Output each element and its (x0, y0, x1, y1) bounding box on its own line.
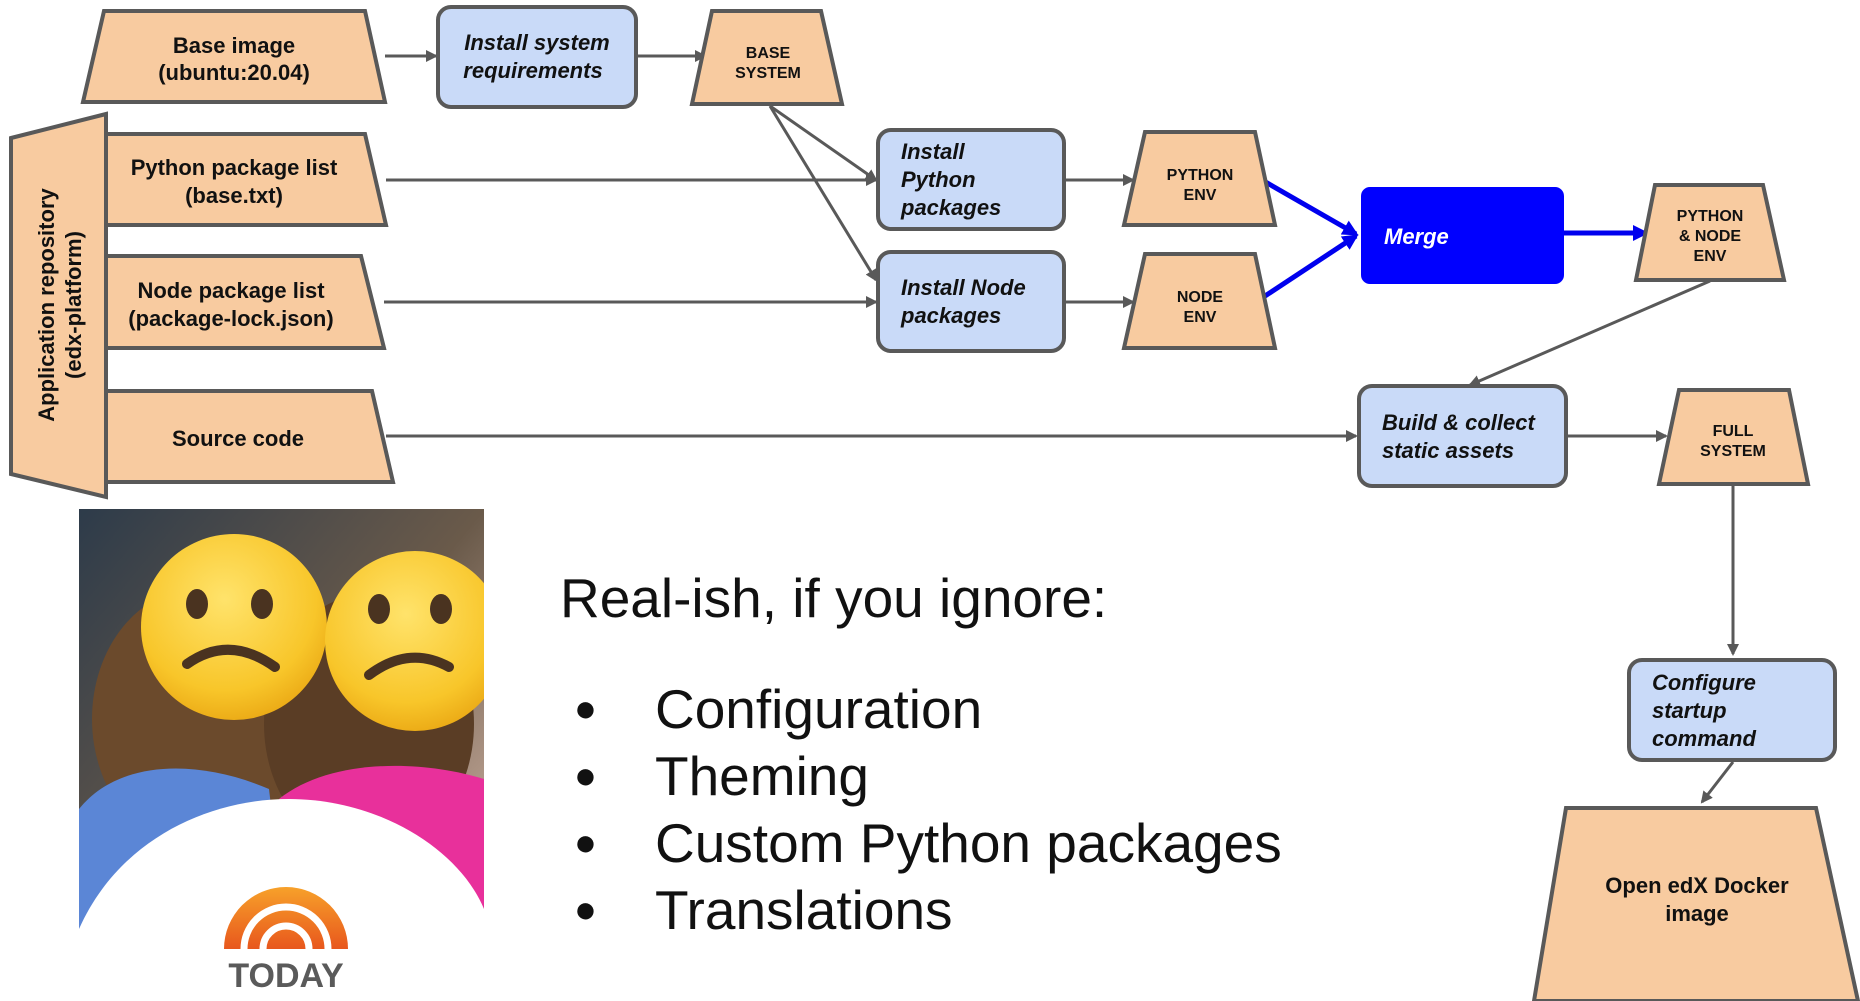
install-system-sublabel: requirements (463, 58, 602, 83)
node-env-sublabel: ENV (1184, 309, 1217, 326)
base-system-label: BASE (746, 45, 791, 62)
install-node-label-2: packages (900, 303, 1001, 328)
list-item: ● Translations (560, 877, 1320, 944)
node-base-image: Base image (ubuntu:20.04) (80, 9, 388, 104)
node-node-package-list: Node package list (package-lock.json) (104, 254, 387, 350)
python-env-sublabel: ENV (1184, 187, 1217, 204)
node-configure-startup: Configure startup command (1627, 658, 1837, 762)
configure-label-2: startup (1652, 698, 1727, 723)
bullet-icon: ● (574, 822, 597, 864)
arrow-base-system-to-install-python (769, 104, 878, 182)
node-full-system: FULL SYSTEM (1656, 388, 1811, 486)
node-app-repo: Application repository (edx-platform) (9, 111, 108, 500)
arrow-node-env-to-merge (1260, 233, 1359, 301)
today-logo-text: TODAY (228, 957, 344, 995)
node-base-system: BASE SYSTEM (689, 9, 845, 106)
python-node-env-label-1: PYTHON (1677, 208, 1744, 225)
python-env-label: PYTHON (1167, 167, 1234, 184)
node-env-label: NODE (1177, 289, 1224, 306)
bullet-icon: ● (574, 889, 597, 931)
configure-label-3: command (1652, 726, 1756, 751)
confused-face-emoji-right (325, 551, 484, 731)
list-item-label: Theming (655, 745, 869, 807)
docker-image-label: Open edX Docker (1605, 873, 1789, 898)
configure-label-1: Configure (1652, 670, 1756, 695)
base-image-label: Base image (173, 33, 295, 58)
install-python-label-1: Install (901, 139, 965, 164)
list-item-label: Custom Python packages (655, 812, 1282, 874)
install-python-label-3: packages (900, 195, 1001, 220)
install-system-label: Install system (464, 30, 610, 55)
python-node-env-label-3: ENV (1694, 248, 1727, 265)
connector-arrows (384, 50, 1739, 804)
arrow-base-system-to-install-node (768, 105, 878, 282)
caveats-heading: Real-ish, if you ignore: (560, 567, 1108, 629)
list-item: ● Theming (560, 743, 1320, 810)
node-install-node-packages: Install Node packages (876, 250, 1066, 353)
node-install-system-requirements: Install system requirements (436, 5, 638, 109)
merge-label: Merge (1384, 224, 1449, 249)
node-list-sublabel: (package-lock.json) (128, 306, 333, 331)
docker-image-sublabel: image (1665, 901, 1729, 926)
node-build-collect-assets: Build & collect static assets (1357, 384, 1568, 488)
merge-arrows (1260, 177, 1649, 301)
node-docker-image: Open edX Docker image (1531, 806, 1860, 1001)
build-label-1: Build & collect (1382, 410, 1536, 435)
caveats-text-block: Real-ish, if you ignore: ● Configuration … (560, 560, 1320, 944)
node-python-node-env: PYTHON & NODE ENV (1633, 183, 1787, 282)
app-repo-label: Application repository (34, 188, 59, 422)
caveats-list: ● Configuration ● Theming ● Custom Python p… (560, 676, 1320, 944)
python-list-sublabel: (base.txt) (185, 183, 283, 208)
python-node-env-label-2: & NODE (1679, 228, 1742, 245)
node-source-code: Source code (104, 389, 396, 484)
node-python-package-list: Python package list (base.txt) (104, 132, 389, 227)
arrow-python-node-env-to-build (1468, 279, 1711, 387)
list-item-label: Configuration (655, 678, 983, 740)
arrow-python-env-to-merge (1260, 177, 1359, 237)
full-system-label: FULL (1713, 423, 1754, 440)
node-list-label: Node package list (137, 278, 325, 303)
list-item-label: Translations (655, 879, 953, 941)
build-label-2: static assets (1382, 438, 1514, 463)
app-repo-sublabel: (edx-platform) (61, 231, 86, 379)
list-item: ● Configuration (560, 676, 1320, 743)
python-list-label: Python package list (131, 155, 338, 180)
list-item: ● Custom Python packages (560, 810, 1320, 877)
node-node-env: NODE ENV (1121, 252, 1278, 350)
bullet-icon: ● (574, 688, 597, 730)
install-python-label-2: Python (901, 167, 976, 192)
source-code-label: Source code (172, 426, 304, 451)
confused-face-emoji-left (141, 534, 327, 720)
install-node-label-1: Install Node (901, 275, 1026, 300)
full-system-sublabel: SYSTEM (1700, 443, 1766, 460)
node-install-python-packages: Install Python packages (876, 128, 1066, 231)
base-image-sublabel: (ubuntu:20.04) (158, 60, 310, 85)
node-python-env: PYTHON ENV (1121, 130, 1278, 227)
arrow-configure-to-docker-image (1700, 761, 1735, 804)
base-system-sublabel: SYSTEM (735, 65, 801, 82)
node-merge: Merge (1361, 187, 1564, 284)
today-logo: TODAY (224, 887, 348, 995)
photo-today-show: TODAY (79, 509, 484, 1001)
bullet-icon: ● (574, 755, 597, 797)
